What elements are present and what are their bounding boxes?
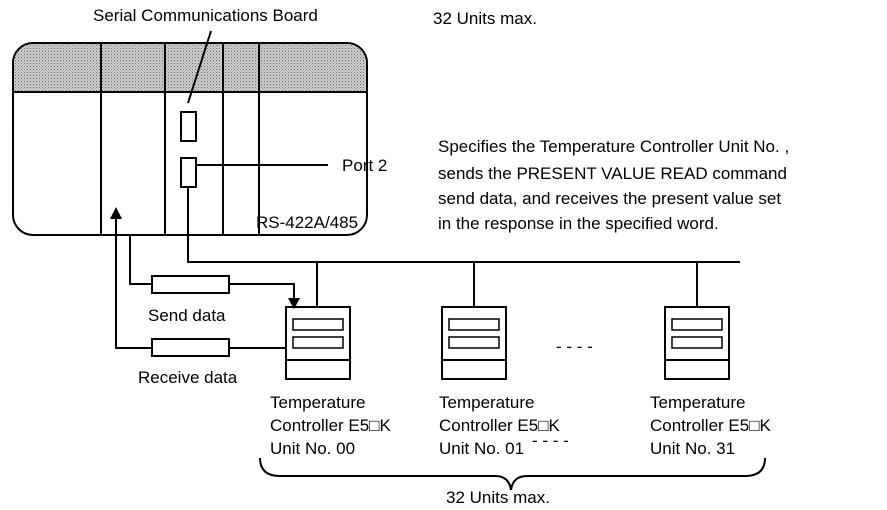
plc-rack xyxy=(12,42,368,236)
description-line-4: in the response in the specified word. xyxy=(438,214,719,233)
description-text: Specifies the Temperature Controller Uni… xyxy=(438,137,794,233)
send-data-path xyxy=(129,234,300,309)
controllers-ellipsis: - - - - xyxy=(556,337,593,356)
port-label: Port 2 xyxy=(342,156,387,175)
description-line-2: sends the PRESENT VALUE READ command xyxy=(438,164,787,183)
controllers-ellipsis-lower: - - - - xyxy=(532,431,569,450)
send-arrowhead xyxy=(288,298,300,309)
controller-01-label: Temperature Controller E5□K Unit No. 01 xyxy=(439,393,565,458)
send-data-label: Send data xyxy=(148,306,226,325)
controller-00-label: Temperature Controller E5□K Unit No. 00 xyxy=(270,393,396,458)
units-max-bottom: 32 Units max. xyxy=(446,488,550,507)
units-brace xyxy=(259,457,766,491)
board-label: Serial Communications Board xyxy=(93,6,318,25)
send-data-block xyxy=(151,275,230,294)
controller-31-label: Temperature Controller E5□K Unit No. 31 xyxy=(650,393,776,458)
plc-rack-shaded-top xyxy=(14,44,366,92)
receive-data-path xyxy=(110,207,286,357)
receive-data-block xyxy=(151,338,230,357)
controller-01 xyxy=(441,306,507,380)
controller-31 xyxy=(664,306,730,380)
interface-label: RS-422A/485 xyxy=(256,213,358,232)
rs485-bus xyxy=(187,187,740,307)
description-line-3: send data, and receives the present valu… xyxy=(438,189,781,208)
units-max-top: 32 Units max. xyxy=(433,9,537,28)
board-pointer-line xyxy=(187,30,212,104)
description-line-1: Specifies the Temperature Controller Uni… xyxy=(438,137,789,156)
receive-data-label: Receive data xyxy=(138,368,238,387)
controller-00 xyxy=(285,306,351,380)
port-1-connector xyxy=(180,111,197,142)
receive-arrowhead xyxy=(110,207,122,219)
